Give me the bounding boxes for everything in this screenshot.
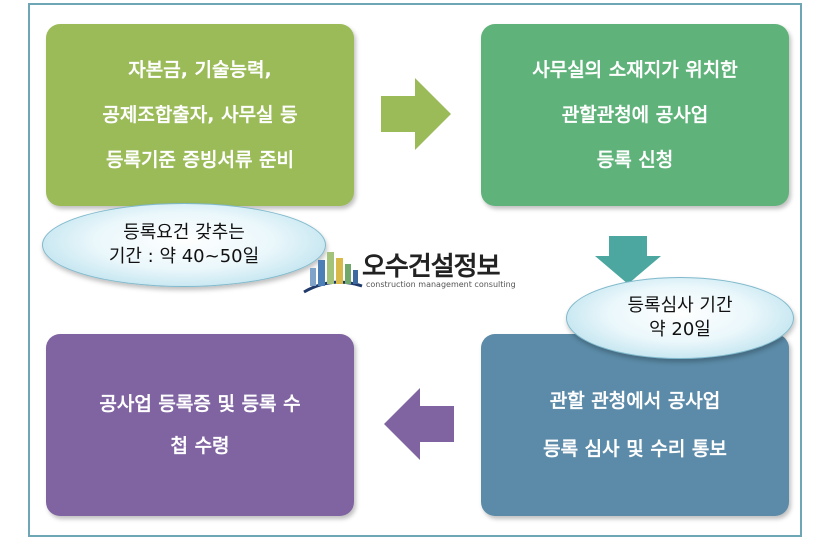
step-2-line-1: 사무실의 소재지가 위치한 xyxy=(532,58,738,81)
step-4-line-1: 공사업 등록증 및 등록 수 xyxy=(99,393,301,415)
outer-frame xyxy=(28,3,802,537)
note-duration-requirements: 등록요건 갖추는 기간 : 약 40~50일 xyxy=(42,203,326,287)
step-1-line-1: 자본금, 기술능력, xyxy=(128,58,272,81)
step-1-line-3: 등록기준 증빙서류 준비 xyxy=(105,148,295,171)
arrow-down-icon xyxy=(595,236,661,284)
note-1-line-2: 기간 : 약 40~50일 xyxy=(108,246,260,267)
logo-subtitle: construction management consulting xyxy=(366,280,516,289)
company-logo: 오수건설정보 construction management consultin… xyxy=(302,246,516,294)
step-2-line-2: 관할관청에 공사업 xyxy=(561,103,709,126)
note-duration-review: 등록심사 기간 약 20일 xyxy=(566,277,794,359)
step-3-line-1: 관할 관청에서 공사업 xyxy=(549,390,721,412)
buildings-logo-icon xyxy=(303,252,363,294)
arrow-left-icon xyxy=(384,388,454,460)
logo-title: 오수건설정보 xyxy=(362,252,501,282)
step-2-line-3: 등록 신청 xyxy=(596,148,674,171)
note-1-line-1: 등록요건 갖추는 xyxy=(123,222,245,243)
step-4-line-2: 첩 수령 xyxy=(170,435,230,457)
note-2-line-2: 약 20일 xyxy=(649,319,711,340)
arrow-right-icon xyxy=(381,78,451,150)
step-3-box: 관할 관청에서 공사업 등록 심사 및 수리 통보 xyxy=(481,334,789,516)
step-2-box: 사무실의 소재지가 위치한 관할관청에 공사업 등록 신청 xyxy=(481,24,789,206)
note-2-line-1: 등록심사 기간 xyxy=(627,295,733,316)
step-4-box: 공사업 등록증 및 등록 수 첩 수령 xyxy=(46,334,354,516)
step-3-line-2: 등록 심사 및 수리 통보 xyxy=(543,438,727,460)
step-1-line-2: 공제조합출자, 사무실 등 xyxy=(102,103,298,126)
step-1-box: 자본금, 기술능력, 공제조합출자, 사무실 등 등록기준 증빙서류 준비 xyxy=(46,24,354,206)
